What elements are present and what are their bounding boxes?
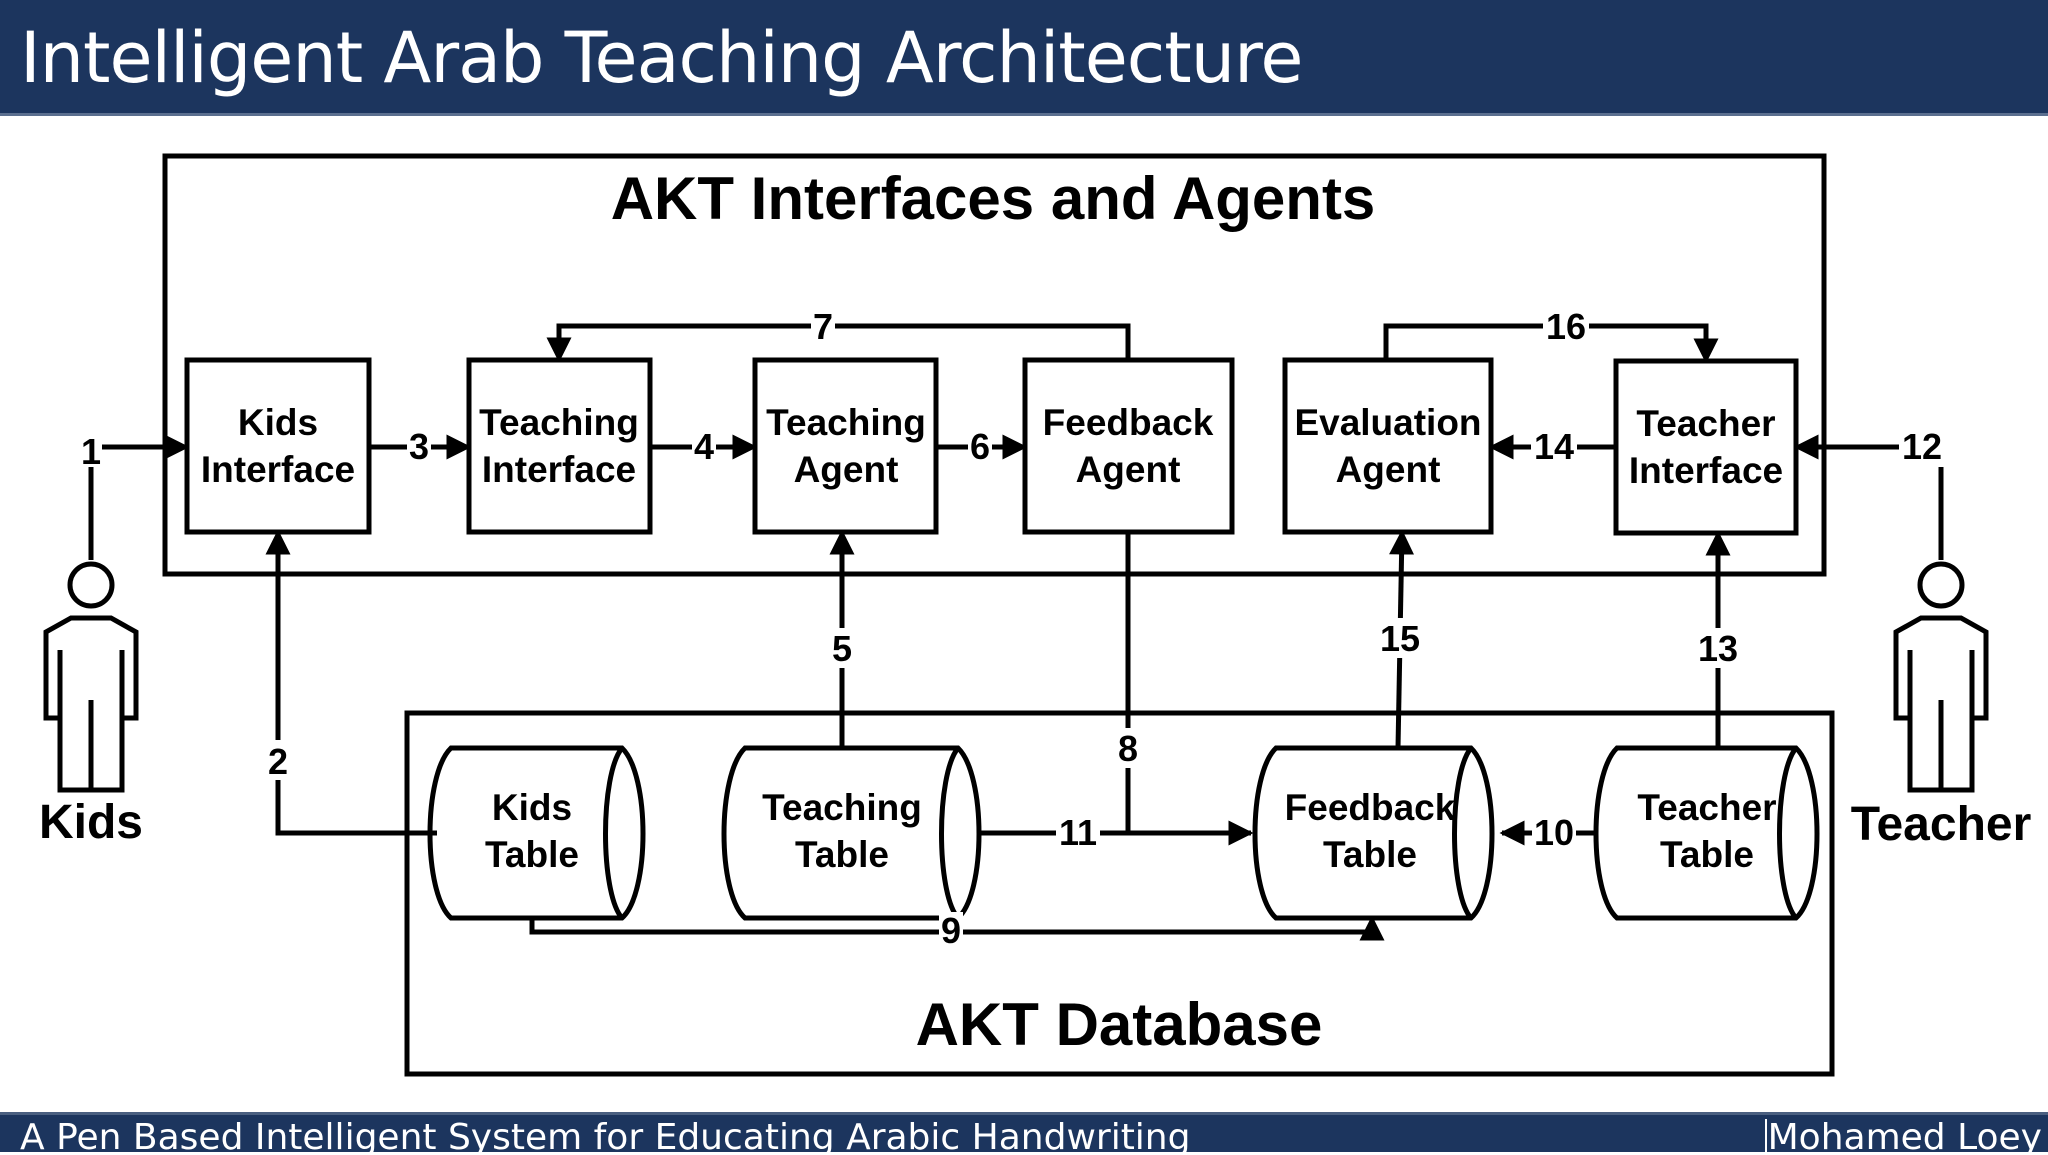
feedback-agent-box: Feedback Agent [1022, 357, 1235, 535]
teaching-table-cylinder [721, 745, 982, 921]
kids-actor: Kids [39, 561, 143, 849]
footer-divider [1765, 1119, 1767, 1153]
teacher-table-label-1: Teacher [1637, 787, 1776, 828]
feedback-table-cylinder [1252, 745, 1495, 921]
flow-11-label: 11 [1059, 812, 1097, 853]
feedback-table-label-1: Feedback [1285, 787, 1456, 828]
flow-2-line [265, 529, 437, 836]
flow-labels: 1 2 3 4 5 6 7 8 9 10 11 12 13 14 15 16 [80, 306, 1945, 952]
flow-2-label: 2 [268, 741, 288, 782]
kids-actor-label: Kids [39, 796, 143, 849]
flow-16-label: 16 [1546, 306, 1586, 347]
flow-9-label: 9 [941, 910, 961, 951]
feedback-agent-label-2: Agent [1076, 449, 1181, 490]
flow-4-label: 4 [694, 426, 714, 467]
teaching-table-label-2: Table [795, 834, 889, 875]
database-group [404, 710, 1835, 1077]
kids-person-icon [43, 561, 139, 793]
kids-interface-label-2: Interface [201, 449, 355, 490]
teacher-person-icon [1893, 561, 1989, 793]
flow-7-label: 7 [813, 306, 833, 347]
teaching-agent-label-1: Teaching [766, 402, 926, 443]
teaching-interface-label-2: Interface [482, 449, 636, 490]
evaluation-agent-label-1: Evaluation [1294, 402, 1481, 443]
teacher-table-label-2: Table [1660, 834, 1754, 875]
teaching-interface-label-1: Teaching [479, 402, 639, 443]
kids-table-cylinder [427, 745, 646, 921]
flow-5-label: 5 [832, 628, 852, 669]
title-bar: Intelligent Arab Teaching Architecture [0, 0, 2048, 116]
interfaces-agents-title: AKT Interfaces and Agents [611, 165, 1376, 232]
database-title: AKT Database [916, 991, 1323, 1058]
flow-15-label: 15 [1380, 618, 1420, 659]
kids-table-label-1: Kids [492, 787, 572, 828]
evaluation-agent-label-2: Agent [1336, 449, 1441, 490]
slide-title: Intelligent Arab Teaching Architecture [20, 17, 1303, 99]
interfaces-agents-group [162, 153, 1827, 577]
footer-presentation-title: A Pen Based Intelligent System for Educa… [20, 1117, 1191, 1155]
teaching-table-label-1: Teaching [762, 787, 922, 828]
flow-3-label: 3 [409, 426, 429, 467]
flow-10-label: 10 [1534, 812, 1574, 853]
teacher-actor-label: Teacher [1851, 798, 2032, 851]
teacher-interface-box: Teacher Interface [1613, 358, 1799, 536]
flow-12-label: 12 [1902, 426, 1942, 467]
teacher-table-cylinder [1593, 745, 1820, 921]
kids-interface-label-1: Kids [238, 402, 318, 443]
flow-1-label: 1 [81, 431, 101, 472]
teacher-interface-label-1: Teacher [1636, 403, 1775, 444]
flow-13-label: 13 [1698, 628, 1738, 669]
footer-author: Mohamed Loey [1767, 1117, 2042, 1155]
kids-table-label-2: Table [485, 834, 579, 875]
flow-1-line [88, 434, 190, 560]
footer-bar: A Pen Based Intelligent System for Educa… [0, 1112, 2048, 1155]
evaluation-agent-box: Evaluation Agent [1282, 357, 1494, 535]
teacher-actor: Teacher [1851, 561, 2032, 851]
flow-7-line [546, 323, 1131, 363]
kids-interface-box: Kids Interface [184, 357, 372, 535]
teacher-interface-label-2: Interface [1629, 450, 1783, 491]
flow-6-label: 6 [970, 426, 990, 467]
flow-8-label: 8 [1118, 728, 1138, 769]
flow-14-label: 14 [1534, 426, 1574, 467]
teaching-agent-box: Teaching Agent [752, 357, 939, 535]
feedback-agent-label-1: Feedback [1043, 402, 1214, 443]
teaching-interface-box: Teaching Interface [466, 357, 653, 535]
feedback-table-label-2: Table [1323, 834, 1417, 875]
teaching-agent-label-2: Agent [794, 449, 899, 490]
